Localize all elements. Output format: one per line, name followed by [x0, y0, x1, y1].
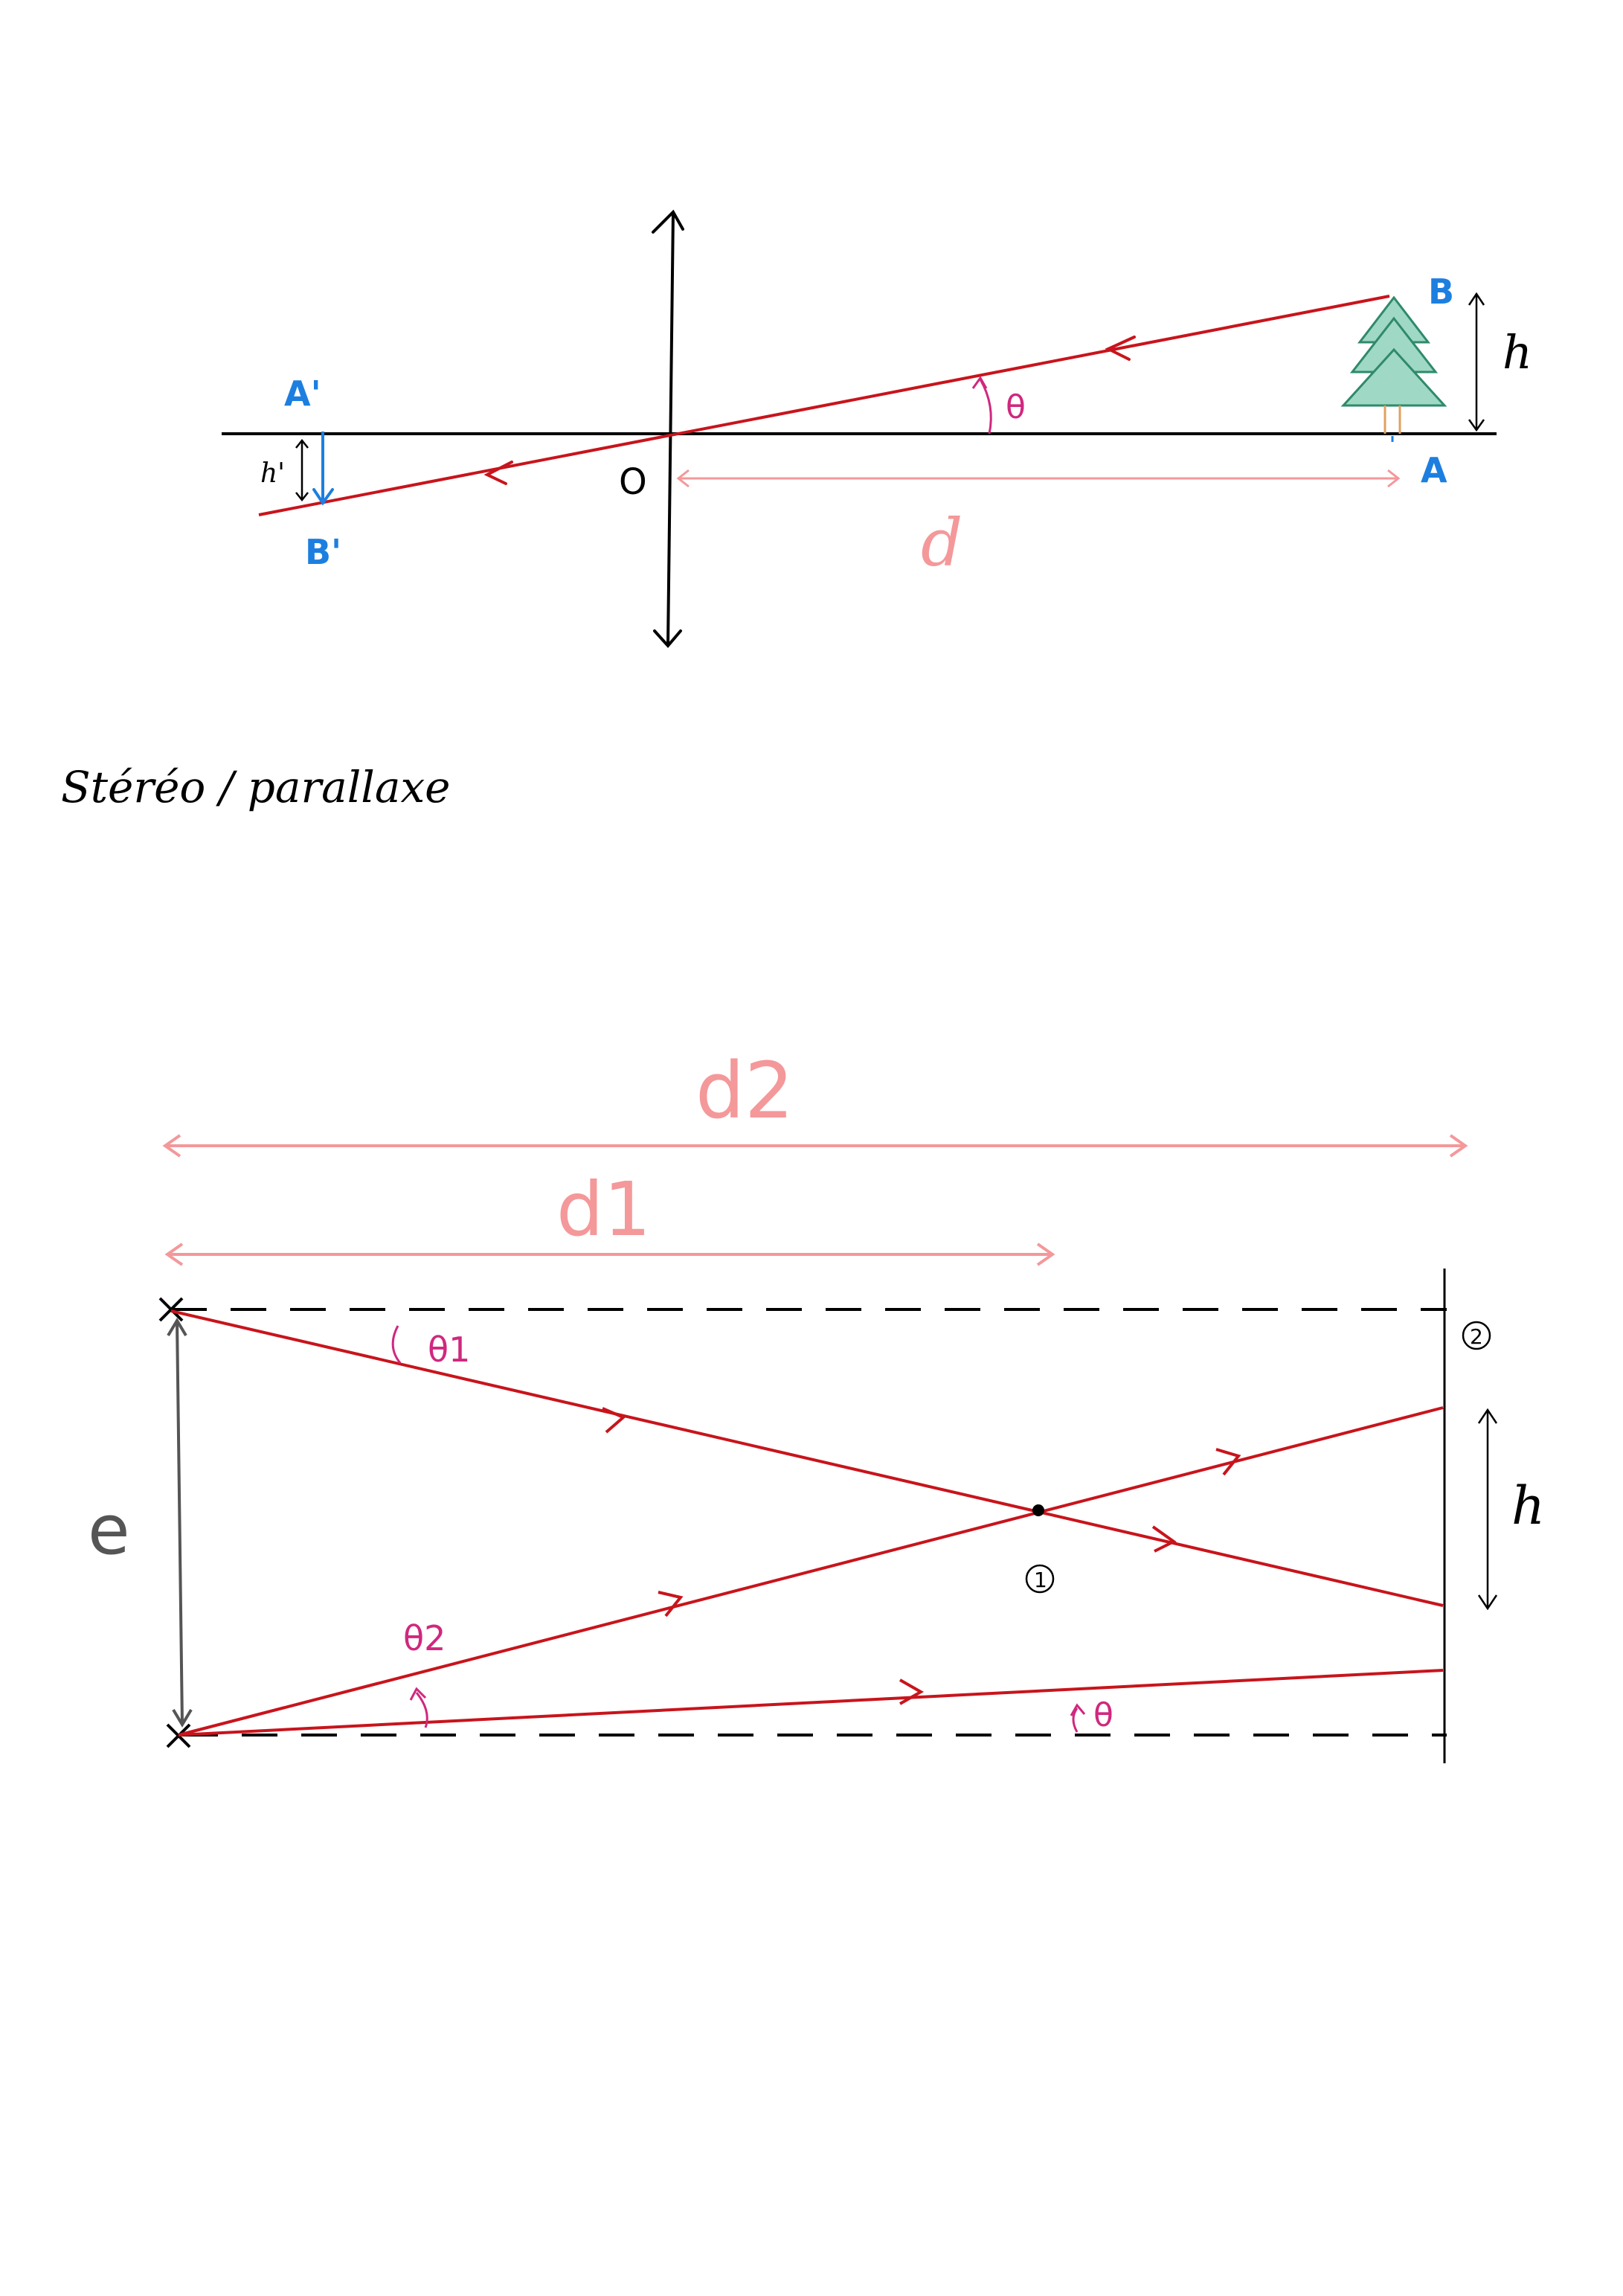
bottom-viewpoint-mark — [166, 1723, 191, 1748]
ray-direction-arrow-2 — [483, 461, 513, 485]
baseline-bottom-arrowhead — [172, 1708, 193, 1728]
image-height-top-arrowhead — [295, 438, 309, 449]
image-arrow-head — [312, 488, 334, 506]
distance-label: d — [921, 504, 962, 581]
image-height-label: h' — [260, 458, 285, 489]
lens-diagram: O B A B' A' h h' d θ — [222, 209, 1532, 649]
ray-arrow-5 — [899, 1678, 925, 1705]
lens-top-arrowhead — [652, 209, 684, 234]
ray-bottom-to-top — [178, 1406, 1444, 1737]
near-distance-left-arrowhead — [164, 1242, 184, 1266]
screen-height-bottom-arrowhead — [1477, 1594, 1498, 1611]
near-point-marker — [1025, 1564, 1055, 1594]
object-base-label: A — [1421, 450, 1447, 490]
angle-arc-small-arrowhead — [1070, 1703, 1086, 1716]
lens-center-label: O — [619, 461, 647, 503]
angle2-label: θ2 — [403, 1618, 446, 1658]
far-plane-label: 2 — [1470, 1324, 1483, 1349]
lens — [666, 211, 675, 647]
chief-ray — [258, 295, 1390, 516]
far-distance-left-arrowhead — [162, 1134, 181, 1158]
ray-top-to-bottom — [170, 1309, 1444, 1607]
object-height-label: h — [1503, 325, 1532, 379]
distance-right-arrowhead — [1387, 469, 1401, 488]
angle-arc-small — [1072, 1707, 1079, 1733]
baseline-dimension — [176, 1320, 184, 1725]
distance-left-arrowhead — [676, 469, 690, 488]
ray-arrow-4 — [1215, 1448, 1241, 1476]
near-point-label: 1 — [1034, 1568, 1047, 1592]
ray-arrow-1 — [602, 1407, 626, 1434]
ray-bottom-shallow — [178, 1669, 1444, 1737]
image-base-label: A' — [284, 373, 321, 414]
angle1-arc — [391, 1325, 402, 1364]
image-height-bottom-arrowhead — [295, 492, 309, 502]
angle2-arc-arrowhead — [409, 1687, 427, 1701]
near-distance-right-arrowhead — [1036, 1242, 1055, 1266]
section-title: Stéréo / parallaxe — [61, 762, 450, 812]
image-top-label: B' — [305, 532, 341, 572]
angle2-arc — [415, 1692, 428, 1728]
far-distance-label: d2 — [695, 1045, 794, 1136]
far-distance-right-arrowhead — [1449, 1134, 1468, 1158]
angle1-label: θ1 — [428, 1330, 470, 1370]
angle-arc-arrowhead — [971, 376, 988, 389]
baseline-label: e — [88, 1490, 130, 1570]
object-height-top-arrowhead — [1468, 292, 1485, 306]
object-top-label: B — [1428, 272, 1454, 312]
ray-arrow-2 — [1151, 1525, 1177, 1553]
screen-height-top-arrowhead — [1477, 1408, 1498, 1424]
far-plane-marker — [1462, 1321, 1491, 1350]
parallax-diagram: d2 d1 e — [88, 1045, 1545, 1763]
top-viewpoint-mark — [158, 1297, 184, 1322]
near-distance-label: d1 — [556, 1166, 651, 1253]
angle-label-parallax: θ — [1093, 1696, 1113, 1734]
screen-height-label: h — [1511, 1475, 1545, 1536]
ray-arrow-3 — [658, 1591, 684, 1617]
object-height-bottom-arrowhead — [1468, 419, 1485, 432]
baseline-top-arrowhead — [167, 1318, 187, 1337]
angle-label: θ — [1006, 388, 1026, 426]
intersection-point — [1032, 1504, 1044, 1516]
tree-icon — [1340, 295, 1447, 442]
lens-bottom-arrowhead — [653, 629, 682, 649]
ray-direction-arrow-1 — [1105, 336, 1136, 361]
